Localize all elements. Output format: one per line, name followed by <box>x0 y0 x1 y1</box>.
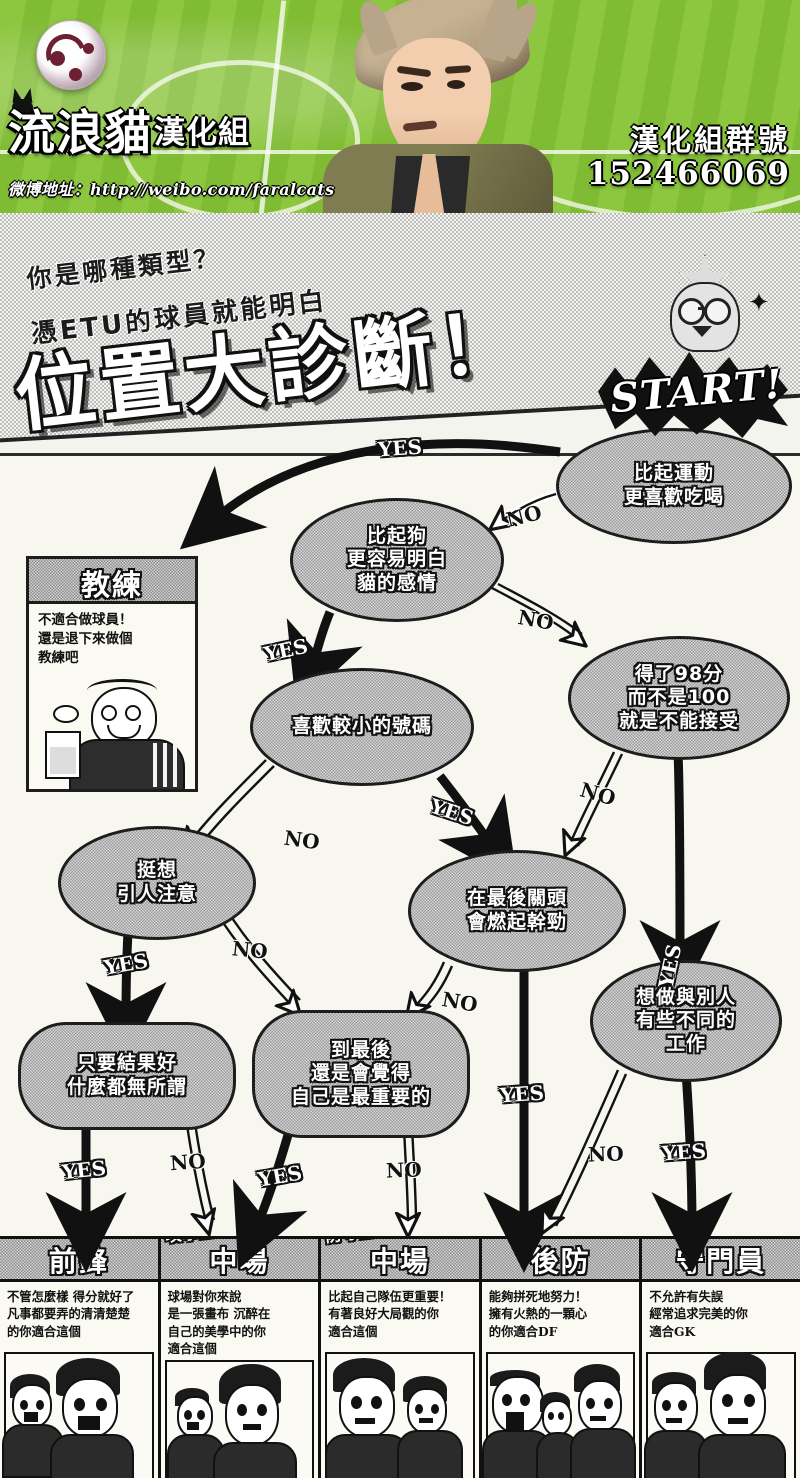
result-coach[interactable]: 教練 不適合做球員！ 還是退下來做個 教練吧 <box>26 556 198 792</box>
edge-label-lastmin-yes: YES <box>499 1080 545 1108</box>
qq-group-label: 漢化組群號 <box>629 123 790 157</box>
result-description: 不管怎麼樣 得分就好了 凡事都要弄的清清楚楚 的你適合這個 <box>7 1289 135 1339</box>
node-label: 喜歡較小的號碼 <box>291 715 432 738</box>
node-score-98[interactable]: 得了98分 而不是100 就是不能接受 <box>568 636 790 760</box>
node-want-attention[interactable]: 挺想 引人注意 <box>58 826 256 940</box>
result-illustration <box>0 1350 158 1478</box>
node-label: 比起狗 更容易明白 貓的感情 <box>346 524 447 594</box>
group-name-main: 流浪貓 <box>8 106 152 161</box>
sparkle-icon: ✦ <box>748 288 770 318</box>
node-small-number[interactable]: 喜歡較小的號碼 <box>250 668 474 786</box>
edge-label-different-no: NO <box>587 1141 625 1167</box>
edge-start-yes <box>179 439 561 550</box>
node-last-minute-drive[interactable]: 在最後關頭 會燃起幹勁 <box>408 850 626 972</box>
edge-score-no <box>570 751 616 844</box>
node-results-matter[interactable]: 只要結果好 什麼都無所謂 <box>18 1022 236 1130</box>
edge-smallnum-no <box>190 759 267 842</box>
edge-lastmin-no <box>414 961 446 1008</box>
qq-group-number: 152466069 <box>586 155 790 192</box>
result-title: 中場 <box>369 1245 430 1278</box>
coach-description: 不適合做球員！ 還是退下來做個 教練吧 <box>38 612 133 667</box>
result-defensive-midfielder[interactable]: 防守型 中場 比起自己隊伍更重要！ 有著良好大局觀的你 適合這個 <box>321 1239 482 1478</box>
result-illustration <box>321 1350 479 1478</box>
qq-group-block: 漢化組群號 152466069 <box>586 123 790 192</box>
edge-selfimp-yes <box>232 1126 308 1270</box>
edge-start-no <box>500 492 557 522</box>
edge-different-yes <box>651 1071 733 1273</box>
coach-illustration <box>29 679 189 789</box>
edge-label-result-no: NO <box>169 1148 207 1176</box>
edge-catdog-no <box>491 586 576 638</box>
group-name-suffix: 漢化組 <box>154 115 250 151</box>
node-label: 在最後關頭 會燃起幹勁 <box>466 887 567 933</box>
result-description: 比起自己隊伍更重要！ 有著良好大局觀的你 適合這個 <box>328 1289 452 1339</box>
node-different-job[interactable]: 想做與別人 有些不同的 工作 <box>590 960 782 1082</box>
edge-score-yes <box>639 751 721 1001</box>
edge-smallnum-yes <box>436 773 518 883</box>
edge-label-smallnum-no: NO <box>282 825 322 855</box>
edge-selfimp-no <box>404 1127 408 1224</box>
manga-character-illustration <box>275 0 605 215</box>
edge-label-start-yes: YES <box>377 434 423 462</box>
result-header: 防守型 中場 <box>321 1239 479 1282</box>
node-label: 只要結果好 什麼都無所謂 <box>66 1052 187 1098</box>
node-start-question[interactable]: 比起運動 更喜歡吃喝 <box>556 428 792 544</box>
result-illustration <box>642 1350 800 1478</box>
node-label: 比起運動 更喜歡吃喝 <box>623 462 724 508</box>
edge-attention-no <box>223 923 292 1006</box>
result-description: 能夠拼死地努力！ 擁有火熱的一顆心 的你適合DF <box>488 1289 588 1339</box>
coach-title: 教練 <box>80 568 143 602</box>
edge-label-attention-no: NO <box>230 936 269 964</box>
weibo-url[interactable]: 微博地址：http://weibo.com/faralcats <box>8 180 335 199</box>
soccer-ball-icon <box>36 20 106 90</box>
cat-ears-icon <box>9 87 36 118</box>
pitch-arc <box>120 60 360 215</box>
node-label: 想做與別人 有些不同的 工作 <box>635 985 736 1055</box>
result-illustration <box>161 1358 319 1478</box>
edge-label-different-yes: YES <box>661 1138 707 1166</box>
edge-different-no <box>548 1069 620 1222</box>
result-description: 不允許有失誤 經常追求完美的你 適合GK <box>649 1289 748 1339</box>
node-label: 得了98分 而不是100 就是不能接受 <box>618 662 739 732</box>
edge-label-selfimp-no: NO <box>385 1157 423 1183</box>
scanlation-banner: 流浪貓漢化組 微博地址：http://weibo.com/faralcats 漢… <box>0 0 800 215</box>
result-illustration <box>481 1350 640 1478</box>
node-label: 挺想 引人注意 <box>116 859 197 905</box>
result-description: 球場對你來說 是一張畫布 沉醉在 自己的美學中的你 適合這個 <box>167 1289 271 1357</box>
edge-attention-yes <box>85 931 167 1063</box>
node-self-most-important[interactable]: 到最後 還是會覺得 自己是最重要的 <box>252 1010 470 1138</box>
edge-catdog-yes <box>286 610 363 709</box>
edge-result-no <box>184 1117 206 1222</box>
result-row: 前鋒 不管怎麼樣 得分就好了 凡事都要弄的清清楚楚 的你適合這個 攻擊型 中場 <box>0 1236 800 1478</box>
coach-header: 教練 <box>29 559 195 604</box>
edge-label-result-yes: YES <box>60 1155 108 1185</box>
scanlation-group-logo: 流浪貓漢化組 <box>8 110 250 157</box>
result-defender[interactable]: 後防 能夠拼死地努力！ 擁有火熱的一顆心 的你適合DF <box>481 1239 643 1478</box>
mascot-character-icon <box>660 254 746 360</box>
node-cat-vs-dog[interactable]: 比起狗 更容易明白 貓的感情 <box>290 498 504 622</box>
node-label: 到最後 還是會覺得 自己是最重要的 <box>290 1038 431 1108</box>
